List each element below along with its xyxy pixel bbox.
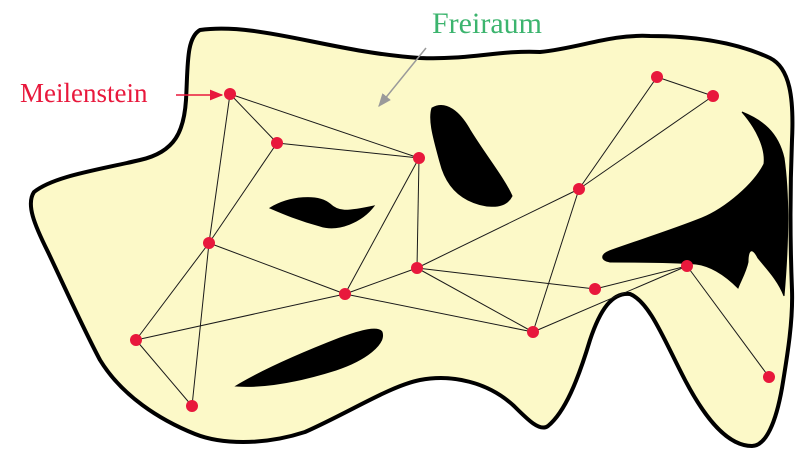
edge xyxy=(344,267,418,295)
roadmap-edges xyxy=(135,76,770,407)
milestone xyxy=(411,262,423,274)
edge xyxy=(208,93,231,244)
milestone xyxy=(203,237,215,249)
edge xyxy=(229,93,420,159)
edge xyxy=(594,265,688,290)
milestone-label: Meilenstein xyxy=(20,78,148,108)
milestone xyxy=(681,260,693,272)
milestone xyxy=(339,288,351,300)
milestone xyxy=(651,71,663,83)
milestone xyxy=(413,152,425,164)
edge xyxy=(686,265,770,378)
obstacle-bottom-blade xyxy=(234,328,383,387)
milestone xyxy=(224,88,236,100)
free-space-region xyxy=(28,26,795,448)
milestone xyxy=(707,90,719,102)
edge xyxy=(416,157,420,269)
edge xyxy=(344,157,420,295)
milestone xyxy=(589,283,601,295)
milestone xyxy=(130,334,142,346)
obstacle-left-hook xyxy=(268,197,376,229)
milestone xyxy=(186,400,198,412)
edge xyxy=(191,242,210,407)
edge xyxy=(135,242,210,341)
edge xyxy=(656,76,714,97)
edge xyxy=(578,95,714,190)
edge xyxy=(135,339,193,407)
edge xyxy=(135,293,346,341)
milestones xyxy=(130,71,775,412)
freespace-label-arrow xyxy=(378,47,427,108)
edge xyxy=(416,267,596,290)
obstacle-crescent xyxy=(430,105,513,207)
edge xyxy=(344,293,534,333)
edge xyxy=(416,267,534,333)
milestone xyxy=(527,326,539,338)
edge xyxy=(416,188,580,269)
obstacle-right-claw xyxy=(602,111,789,297)
milestone xyxy=(763,371,775,383)
edge xyxy=(229,93,278,144)
milestone xyxy=(573,183,585,195)
freespace-label: Freiraum xyxy=(432,7,542,40)
edge xyxy=(208,242,346,295)
edge xyxy=(532,188,580,333)
edge xyxy=(276,142,420,159)
edge xyxy=(208,142,278,244)
edge xyxy=(532,265,688,333)
milestone xyxy=(271,137,283,149)
edge xyxy=(578,76,658,190)
